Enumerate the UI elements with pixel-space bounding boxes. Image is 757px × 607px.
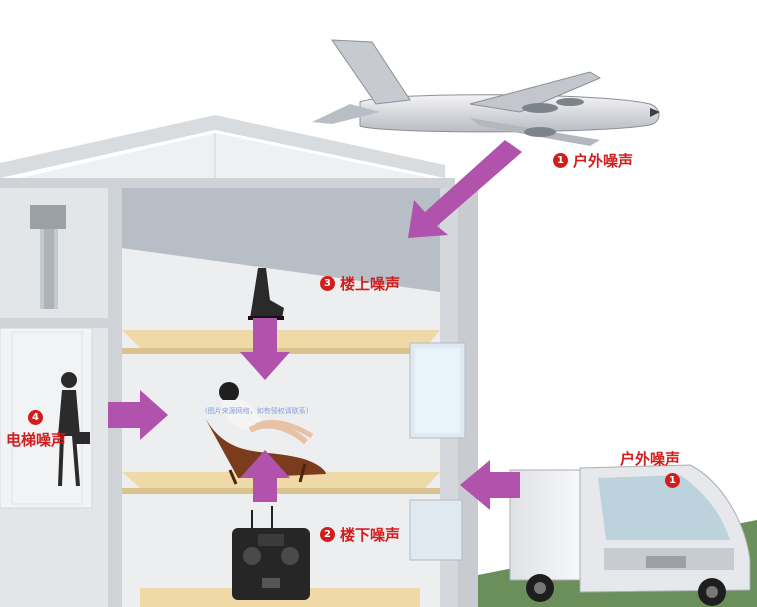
label-number-badge: 2 xyxy=(320,527,335,542)
arrow-from-elevator xyxy=(108,390,168,440)
windows xyxy=(409,342,466,561)
label-elevator-noise: 4 电梯噪声 xyxy=(6,410,66,450)
arrow-from-upstairs xyxy=(240,318,290,380)
label-text: 楼下噪声 xyxy=(340,526,401,544)
label-text: 楼上噪声 xyxy=(340,275,401,293)
label-number-badge: 3 xyxy=(320,276,335,291)
upper-ceiling xyxy=(122,188,440,292)
label-downstairs-noise: 2 楼下噪声 xyxy=(320,524,400,545)
roof xyxy=(0,115,455,188)
woman-on-lounge-chair xyxy=(205,382,326,485)
label-text: 户外噪声 xyxy=(573,152,634,170)
label-number-badge: 1 xyxy=(553,153,568,168)
label-number-badge: 1 xyxy=(665,473,681,488)
label-text: 户外噪声 xyxy=(620,450,681,468)
label-text: 电梯噪声 xyxy=(6,431,67,449)
truck-icon xyxy=(478,464,757,607)
remote-controller-icon xyxy=(232,506,310,600)
label-outdoor-noise-right: 户外噪声 1 xyxy=(620,448,681,488)
arrow-from-downstairs xyxy=(240,450,290,502)
watermark-text: (图片来源网络，如有侵权请联系) xyxy=(205,407,309,415)
noise-arrows xyxy=(108,140,522,510)
person-silhouette-icon xyxy=(58,372,90,487)
label-upstairs-noise: 3 楼上噪声 xyxy=(320,273,400,294)
label-outdoor-noise-top: 1 户外噪声 xyxy=(553,150,633,171)
arrow-from-truck xyxy=(460,460,520,510)
airplane-icon xyxy=(312,39,660,146)
arrow-from-airplane xyxy=(408,140,522,238)
label-number-badge: 4 xyxy=(28,410,43,425)
